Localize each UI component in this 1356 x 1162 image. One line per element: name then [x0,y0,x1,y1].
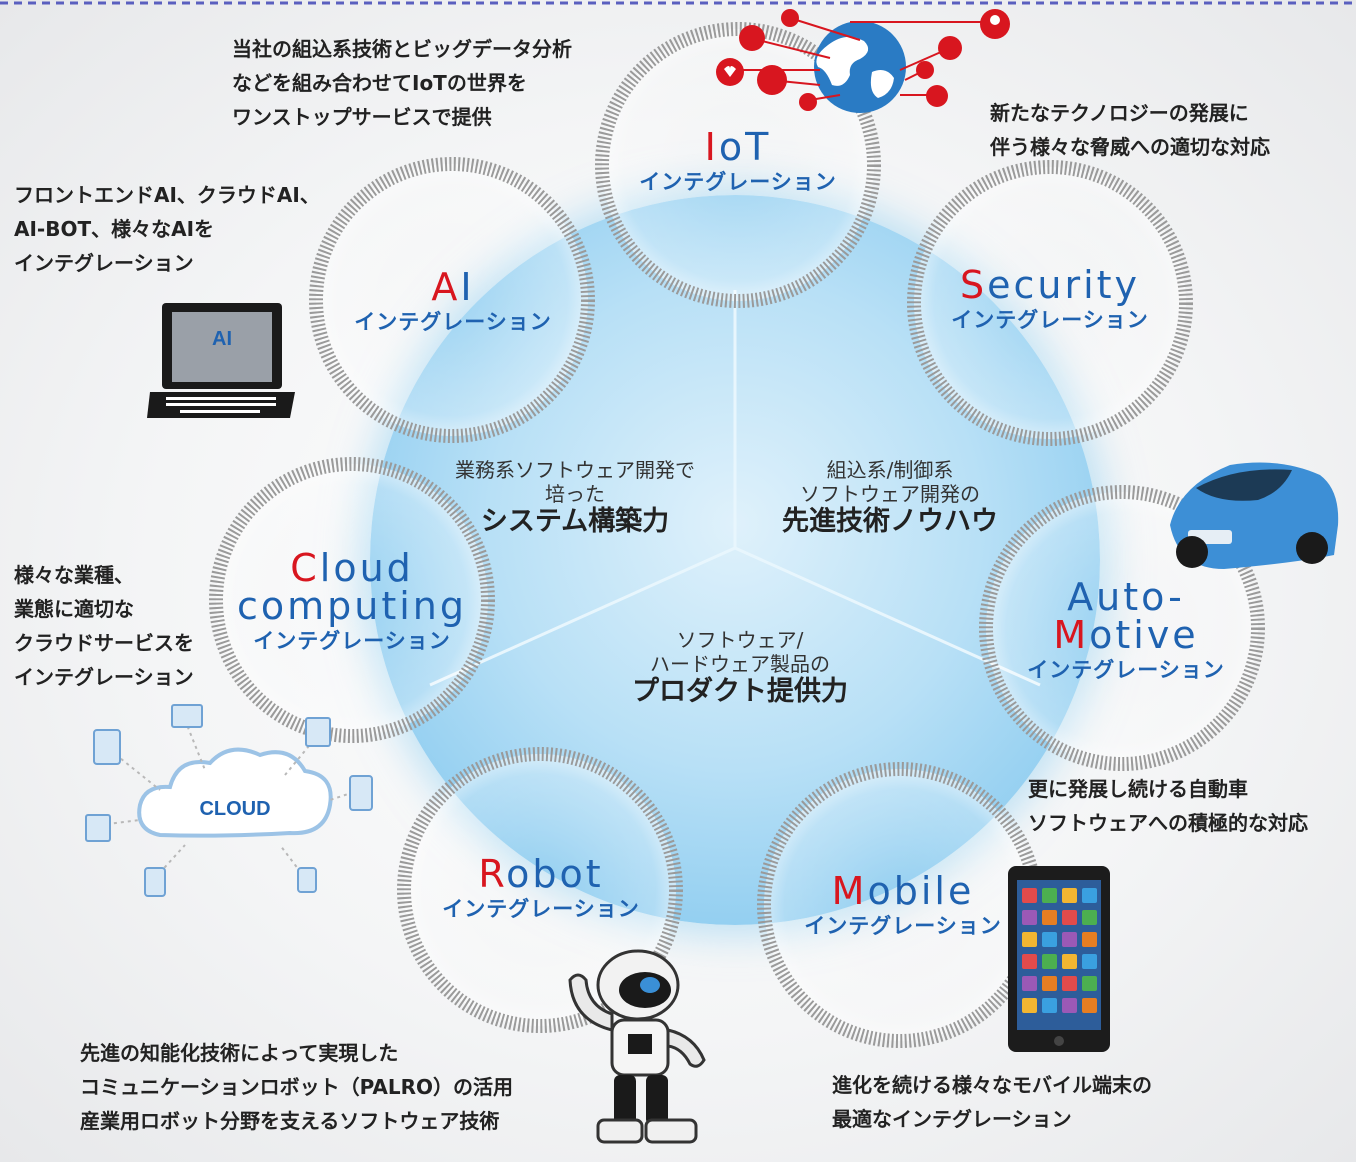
app-tile [1062,998,1077,1013]
app-tile [1022,976,1037,991]
node-cloud: Cloud computing インテグレーション [236,546,468,653]
description-ai: フロントエンドAI、クラウドAI、 AI-BOT、様々なAIを インテグレーショ… [14,183,320,275]
description-mobile: 進化を続ける様々なモバイル端末の 最適なインテグレーション [832,1073,1152,1131]
app-tile [1062,888,1077,903]
description-robot: 先進の知能化技術によって実現した コミュニケーションロボット（PALRO）の活用… [80,1041,514,1133]
app-tile [1022,998,1037,1013]
ring-robot [397,747,683,1033]
app-tile [1042,998,1057,1013]
cloud-network-icon [85,704,373,897]
app-tile [1042,910,1057,925]
app-tile [1082,998,1097,1013]
app-tile [1082,954,1097,969]
description-iot: 当社の組込系技術とビッグデータ分析 などを組み合わせてIoTの世界を ワンストッ… [232,37,572,129]
node-security: Security インテグレーション [951,263,1149,332]
app-tile [1082,888,1097,903]
app-tile [1042,888,1057,903]
robot-icon [568,949,706,1144]
center-text-product: ソフトウェア/ ハードウェア製品の プロダクト提供力 [632,628,848,707]
node-automotive: Auto- Motive インテグレーション [1027,575,1225,682]
app-tile [1022,954,1037,969]
app-tile [1062,910,1077,925]
description-automotive: 更に発展し続ける自動車 ソフトウェアへの積極的な対応 [1028,777,1308,835]
cloud-label: CLOUD [199,798,271,820]
node-mobile: Mobile インテグレーション [804,869,1002,938]
ring-ai [309,157,595,443]
app-tile [1022,932,1037,947]
app-tile [1042,976,1057,991]
ring-cloud [209,457,495,743]
laptop-label: AI [212,328,232,350]
description-security: 新たなテクノロジーの発展に 伴う様々な脅威への適切な対応 [990,101,1270,159]
top-dashed-border [0,1,1356,5]
app-tile [1062,932,1077,947]
description-cloud: 様々な業種、 業態に適切な クラウドサービスを インテグレーション [14,563,194,689]
node-ai: AI インテグレーション [354,265,552,334]
app-tile [1022,910,1037,925]
tablet-app-grid [1022,888,1097,1013]
app-tile [1042,932,1057,947]
app-tile [1062,954,1077,969]
app-tile [1082,976,1097,991]
app-tile [1082,932,1097,947]
node-robot: Robot インテグレーション [442,852,640,921]
center-text-embedded: 組込系/制御系 ソフトウェア開発の 先進技術ノウハウ [782,458,998,537]
app-tile [1062,976,1077,991]
app-tile [1022,888,1037,903]
app-tile [1042,954,1057,969]
globe-icon [814,21,906,113]
ring-security [907,160,1193,446]
app-tile [1082,910,1097,925]
car-icon [1170,462,1339,569]
node-iot: IoT インテグレーション [639,125,837,194]
center-text-system: 業務系ソフトウェア開発で 培った システム構築力 [455,458,695,537]
laptop-icon [147,303,295,418]
